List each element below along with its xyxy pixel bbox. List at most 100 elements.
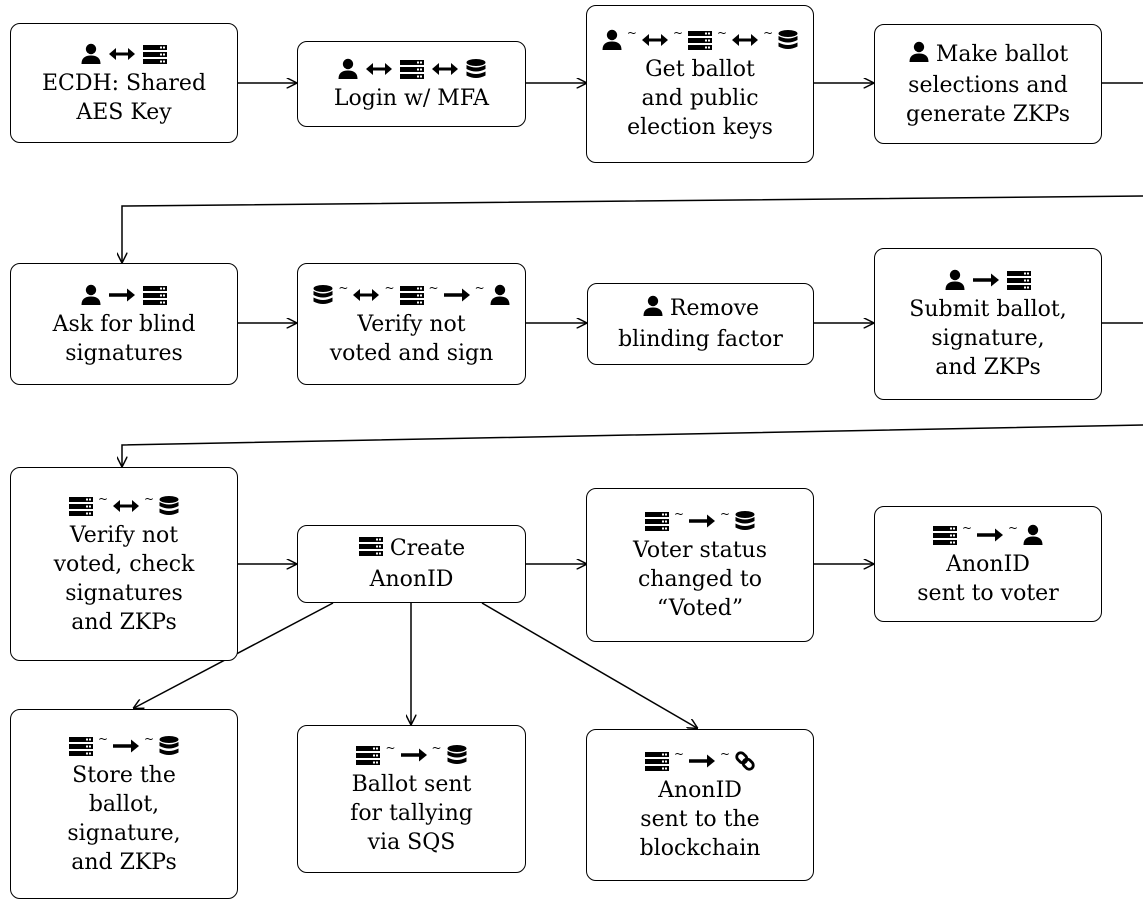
database-icon-wrap xyxy=(312,284,334,306)
user-icon-wrap xyxy=(944,269,966,291)
edge-n10-n15 xyxy=(481,602,697,728)
node-text-line: Submit ballot, xyxy=(909,297,1067,322)
server-icon xyxy=(932,525,957,545)
user-icon xyxy=(338,58,357,79)
database-icon-wrap xyxy=(158,495,180,517)
node-text-line: ECDH: Shared xyxy=(41,70,207,96)
database-icon-wrap xyxy=(446,744,468,766)
tilde-mark: ~ xyxy=(961,520,972,535)
user-icon xyxy=(945,269,965,290)
server-icon xyxy=(143,44,167,64)
server-icon-wrap xyxy=(644,750,670,772)
user-icon xyxy=(81,43,101,64)
database-icon xyxy=(778,30,798,49)
database-icon xyxy=(313,284,333,304)
inline-icon-wrap xyxy=(642,295,664,325)
tilde-mark: ~ xyxy=(720,507,731,521)
server-icon xyxy=(1007,271,1031,290)
node-text-line: Voter status xyxy=(632,538,768,563)
server-icon-wrap xyxy=(68,735,94,757)
server-icon xyxy=(399,60,424,79)
right-arrow-icon xyxy=(109,288,135,301)
right-arrow-icon xyxy=(689,514,715,528)
tilde-mark: ~ xyxy=(97,491,108,506)
server-icon xyxy=(688,31,712,50)
user-icon-wrap xyxy=(80,43,102,65)
bidirectional-arrow-icon xyxy=(431,63,458,75)
node-text-line: Verify not xyxy=(69,522,179,548)
node-n7: Remove blinding factor xyxy=(587,283,814,365)
database-icon xyxy=(466,59,485,78)
node-text-line: signatures xyxy=(65,580,183,606)
bidirectional-arrow-icon-wrap xyxy=(431,58,459,80)
node-text-line: signatures xyxy=(65,340,183,366)
node-icons xyxy=(77,281,171,309)
user-icon-wrap xyxy=(601,29,623,51)
node-icons xyxy=(334,55,490,83)
node-text-line: and ZKPs xyxy=(71,609,177,635)
bidirectional-arrow-icon-wrap xyxy=(108,43,136,65)
database-icon xyxy=(447,745,467,764)
edge-row1-to-n5 xyxy=(122,195,1143,262)
node-text-line: generate ZKPs xyxy=(905,101,1070,127)
server-icon xyxy=(356,746,381,765)
tilde-mark: ~ xyxy=(672,26,683,40)
node-icons: ~~ xyxy=(641,747,759,775)
user-icon xyxy=(1023,524,1043,545)
user-icon xyxy=(81,284,101,305)
node-text-line: blockchain xyxy=(639,836,761,861)
bidirectional-arrow-icon xyxy=(641,34,668,46)
tilde-mark: ~ xyxy=(431,741,442,755)
tilde-mark: ~ xyxy=(1008,520,1019,535)
node-text-line: voted and sign xyxy=(329,340,494,366)
right-arrow-icon-wrap xyxy=(688,750,716,772)
right-arrow-icon xyxy=(400,748,427,762)
inline-icon-wrap xyxy=(358,535,384,565)
bidirectional-arrow-icon-wrap xyxy=(641,29,669,51)
node-text: Create xyxy=(389,536,466,561)
tilde-mark: ~ xyxy=(97,731,108,746)
database-icon-wrap xyxy=(158,735,180,757)
node-icons: ~~ xyxy=(65,492,183,520)
node-text-line: Ballot sent xyxy=(351,772,472,797)
tilde-mark: ~ xyxy=(763,26,774,40)
server-icon xyxy=(399,285,424,305)
node-text-line: sent to the xyxy=(640,807,760,832)
bidirectional-arrow-icon xyxy=(113,499,139,512)
node-text-line: Verify not xyxy=(357,311,466,337)
node-n2: Login w/ MFA xyxy=(297,41,526,127)
node-text-line: signature, xyxy=(67,820,181,846)
right-arrow-icon xyxy=(689,754,715,768)
database-icon-wrap xyxy=(734,510,756,532)
right-arrow-icon xyxy=(113,739,139,752)
node-text-line: Remove xyxy=(642,294,759,325)
node-icons: ~~ xyxy=(641,507,759,535)
node-text: Remove xyxy=(669,296,760,321)
node-text-line: signature, xyxy=(931,326,1045,351)
node-text-line: changed to xyxy=(637,567,763,592)
database-icon xyxy=(159,735,179,755)
user-icon xyxy=(909,41,929,62)
server-icon xyxy=(68,736,93,756)
node-text-line: sent to voter xyxy=(917,580,1059,606)
bidirectional-arrow-icon-wrap xyxy=(731,29,759,51)
chain-link-icon xyxy=(735,751,755,771)
server-icon-wrap xyxy=(142,284,168,306)
node-text-line: Ask for blind xyxy=(52,311,196,337)
tilde-mark: ~ xyxy=(673,747,684,761)
node-text-line: blinding factor xyxy=(618,327,783,352)
node-icons: ~~ xyxy=(929,521,1047,549)
right-arrow-icon-wrap xyxy=(400,744,428,766)
node-text-line: “Voted” xyxy=(656,596,744,621)
node-n5: Ask for blind signatures xyxy=(10,263,238,385)
user-icon-wrap xyxy=(80,284,102,306)
tilde-mark: ~ xyxy=(474,280,485,295)
